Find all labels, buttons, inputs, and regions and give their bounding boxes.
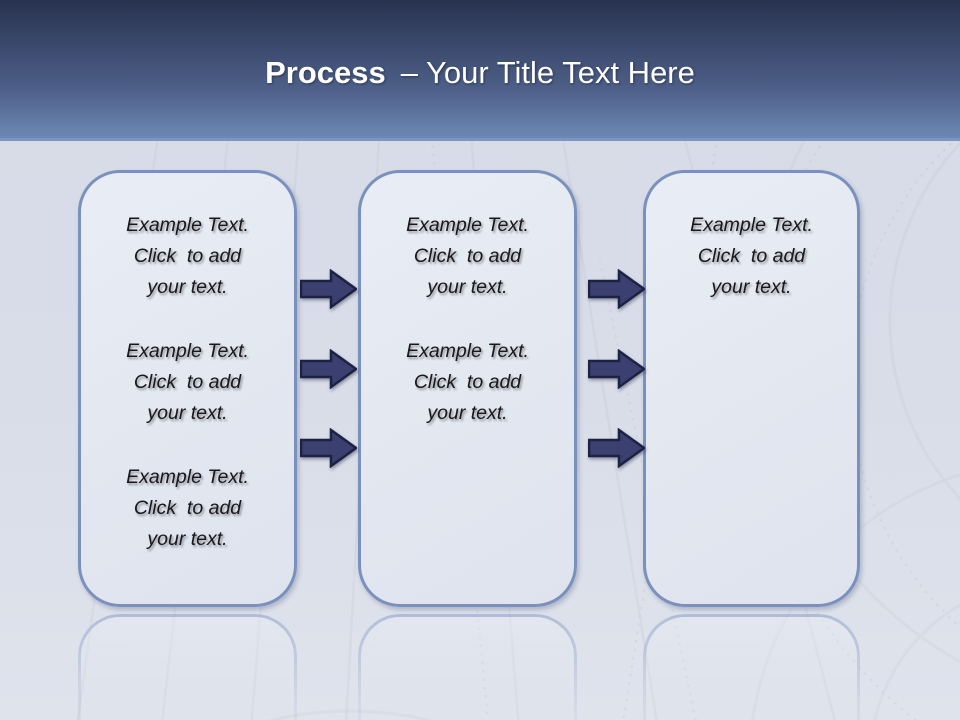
box-reflection-1 bbox=[78, 614, 297, 720]
process-box-2: Example Text. Click to add your text. Ex… bbox=[358, 170, 577, 607]
box-paragraph: Example Text. Click to add your text. bbox=[406, 340, 529, 424]
box-paragraph: Example Text. Click to add your text. bbox=[126, 466, 249, 550]
flow-arrow-icon bbox=[588, 428, 645, 468]
process-box-1: Example Text. Click to add your text. Ex… bbox=[78, 170, 297, 607]
flow-arrow-icon bbox=[588, 269, 645, 309]
box-paragraph: Example Text. Click to add your text. bbox=[126, 340, 249, 424]
slide-title: Process – Your Title Text Here bbox=[0, 56, 960, 90]
flow-arrow-icon bbox=[300, 349, 357, 389]
title-text: – Your Title Text Here bbox=[400, 55, 695, 90]
box-paragraph: Example Text. Click to add your text. bbox=[406, 214, 529, 298]
header-band: Process – Your Title Text Here bbox=[0, 0, 960, 141]
title-keyword: Process bbox=[265, 55, 386, 90]
process-box-3: Example Text. Click to add your text. bbox=[643, 170, 860, 607]
box-paragraph: Example Text. Click to add your text. bbox=[690, 214, 813, 298]
flow-arrow-icon bbox=[588, 349, 645, 389]
box-paragraph: Example Text. Click to add your text. bbox=[126, 214, 249, 298]
flow-arrow-icon bbox=[300, 428, 357, 468]
box-reflection-2 bbox=[358, 614, 577, 720]
flow-arrow-icon bbox=[300, 269, 357, 309]
box-reflection-3 bbox=[643, 614, 860, 720]
